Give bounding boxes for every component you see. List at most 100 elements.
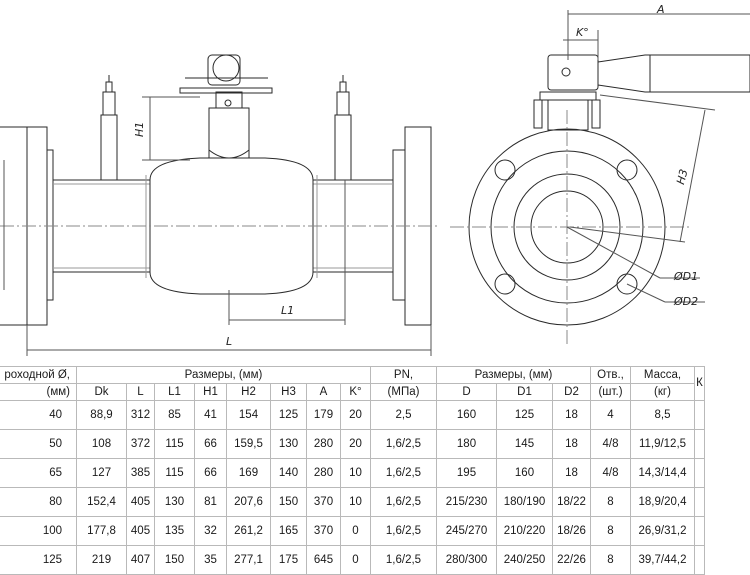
cell-pn: 1,6/2,5	[370, 429, 437, 459]
cell-mass: 39,7/44,2	[630, 545, 695, 575]
cell-d1: 145	[496, 429, 553, 459]
cell-dn: 65	[0, 458, 77, 488]
cell-holes: 4/8	[590, 458, 631, 488]
cell-h2: 277,1	[226, 545, 271, 575]
dim-l1	[228, 180, 346, 325]
col-d: D	[436, 383, 497, 401]
cell-d2: 18	[552, 429, 591, 459]
cell-h3: 175	[270, 545, 307, 575]
header-bore: роходной Ø,	[0, 366, 77, 384]
cell-d: 160	[436, 400, 497, 430]
cell-h1: 41	[194, 400, 227, 430]
cell-h3: 150	[270, 487, 307, 517]
label-h1: H1	[133, 122, 146, 137]
header-holes-unit: (шт.)	[590, 383, 631, 401]
cell-d2: 18	[552, 400, 591, 430]
cell-dk: 108	[76, 429, 127, 459]
cell-mass: 11,9/12,5	[630, 429, 695, 459]
cell-l1: 130	[154, 487, 195, 517]
cell-holes: 4	[590, 400, 631, 430]
col-d2: D2	[552, 383, 591, 401]
cell-a: 280	[306, 458, 341, 488]
cell-l: 405	[126, 516, 155, 546]
cell-cut	[694, 400, 705, 430]
pipe-body	[53, 157, 393, 295]
cell-holes: 8	[590, 487, 631, 517]
cell-dn: 80	[0, 487, 77, 517]
col-l1: L1	[154, 383, 195, 401]
cell-dk: 152,4	[76, 487, 127, 517]
cell-l1: 150	[154, 545, 195, 575]
cell-k: 0	[340, 516, 371, 546]
cell-a: 179	[306, 400, 341, 430]
cell-mass: 8,5	[630, 400, 695, 430]
cell-dk: 127	[76, 458, 127, 488]
cell-k: 20	[340, 400, 371, 430]
cell-l: 312	[126, 400, 155, 430]
cell-d: 195	[436, 458, 497, 488]
cell-a: 370	[306, 516, 341, 546]
cell-l: 385	[126, 458, 155, 488]
cell-h2: 207,6	[226, 487, 271, 517]
cell-holes: 8	[590, 516, 631, 546]
cell-d: 215/230	[436, 487, 497, 517]
cell-cut	[694, 429, 705, 459]
cell-l1: 115	[154, 458, 195, 488]
header-sizes-2: Размеры, (мм)	[436, 366, 591, 384]
cell-l: 372	[126, 429, 155, 459]
cell-h1: 66	[194, 429, 227, 459]
cell-mass: 26,9/31,2	[630, 516, 695, 546]
cell-k: 10	[340, 487, 371, 517]
technical-drawing: H1 L1 L A K° H3 ØD1 ØD2	[0, 3, 750, 356]
cell-l1: 135	[154, 516, 195, 546]
label-k: K°	[576, 26, 589, 39]
cell-l1: 115	[154, 429, 195, 459]
cell-cut	[694, 516, 705, 546]
right-fitting	[334, 75, 352, 181]
cell-h2: 154	[226, 400, 271, 430]
cell-a: 370	[306, 487, 341, 517]
cell-h1: 66	[194, 458, 227, 488]
cell-cut	[694, 487, 705, 517]
cell-dk: 177,8	[76, 516, 127, 546]
dim-l	[26, 325, 432, 356]
label-d2: ØD2	[673, 295, 698, 308]
header-sizes: Размеры, (мм)	[76, 366, 371, 384]
label-d1: ØD1	[673, 270, 698, 283]
cell-k: 20	[340, 429, 371, 459]
cell-pn: 1,6/2,5	[370, 487, 437, 517]
header-holes: Отв.,	[590, 366, 631, 384]
cell-h3: 140	[270, 458, 307, 488]
stem-assembly	[179, 54, 273, 159]
cell-h3: 165	[270, 516, 307, 546]
cell-d1: 240/250	[496, 545, 553, 575]
cell-k: 10	[340, 458, 371, 488]
col-h1: H1	[194, 383, 227, 401]
col-a: A	[306, 383, 341, 401]
cell-cut	[694, 458, 705, 488]
cell-h2: 169	[226, 458, 271, 488]
cell-h3: 130	[270, 429, 307, 459]
col-l: L	[126, 383, 155, 401]
col-k: K°	[340, 383, 371, 401]
header-mass: Масса,	[630, 366, 695, 384]
table-header-row-1: роходной Ø, Размеры, (мм) PN, Размеры, (…	[0, 366, 705, 401]
cell-h1: 81	[194, 487, 227, 517]
header-mass-unit: (кг)	[630, 383, 695, 401]
col-h2: H2	[226, 383, 271, 401]
cell-d1: 125	[496, 400, 553, 430]
cell-mass: 14,3/14,4	[630, 458, 695, 488]
valve-drawing-svg: H1 L1 L A K° H3 ØD1 ØD2	[0, 3, 750, 356]
cell-d2: 22/26	[552, 545, 591, 575]
cell-dk: 219	[76, 545, 127, 575]
cell-d1: 160	[496, 458, 553, 488]
cell-d: 280/300	[436, 545, 497, 575]
cell-h1: 32	[194, 516, 227, 546]
cell-h2: 159,5	[226, 429, 271, 459]
